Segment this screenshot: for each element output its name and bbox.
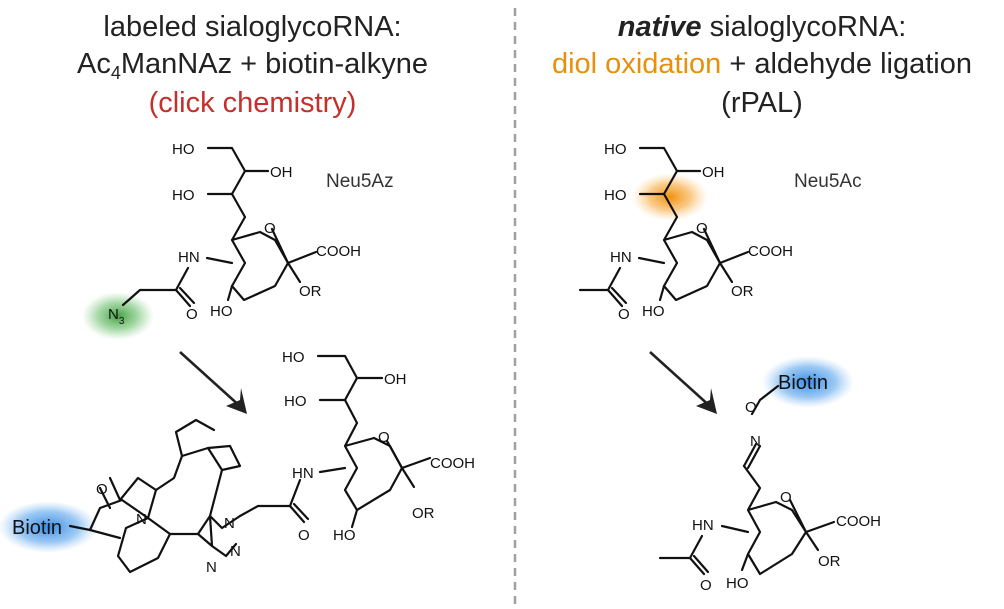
native-label: native (617, 11, 702, 43)
oxime-ring-o: O (780, 489, 792, 506)
oxime-cooh: COOH (836, 513, 881, 530)
triazole-n1: N (224, 515, 235, 532)
left-reaction-arrow (179, 351, 243, 409)
neu5ac-cooh: COOH (748, 243, 793, 260)
neu5az-oh: OH (270, 164, 293, 181)
neu5az-carbonyl-o: O (186, 306, 198, 323)
triazole-n3: N (206, 559, 217, 576)
aldehyde-ligation-label: + aldehyde ligation (721, 48, 973, 80)
neu5az-ho-mid: HO (172, 187, 195, 204)
oxime-o: O (745, 399, 757, 416)
right-title-rest: sialoglycoRNA: (701, 11, 907, 43)
biotin-highlight-left (0, 501, 98, 553)
linker-carbonyl-o: O (96, 481, 108, 498)
neu5az-structure (121, 146, 318, 308)
neu5ac-ho-bottom: HO (642, 303, 665, 320)
product-or: OR (412, 505, 435, 522)
right-title-line1: native sialoglycoRNA: (520, 10, 1004, 44)
neu5ac-carbonyl-o: O (618, 306, 630, 323)
oxime-ho-bottom: HO (726, 575, 749, 592)
right-reaction-arrow (649, 351, 713, 409)
diol-highlight (632, 173, 708, 221)
azide-label: N3 (108, 306, 125, 327)
oxime-carbonyl-o: O (700, 577, 712, 594)
neu5ac-ho-top: HO (604, 141, 627, 158)
neu5ac-structure (578, 146, 750, 308)
left-title-line3: (click chemistry) (0, 86, 505, 120)
neu5az-cooh: COOH (316, 243, 361, 260)
diol-oxidation-label: diol oxidation (551, 48, 722, 80)
right-arrow-head (696, 388, 717, 414)
biotin-highlight-right (762, 356, 854, 408)
oxime-n: N (750, 433, 761, 450)
product-carbonyl-o: O (298, 527, 310, 544)
right-title-line2: diol oxidation + aldehyde ligation (520, 47, 1004, 81)
neu5az-name: Neu5Az (326, 171, 394, 192)
product-hn: HN (292, 465, 314, 482)
neu5az-ho-top: HO (172, 141, 195, 158)
biotin-label-right: Biotin (778, 372, 828, 394)
product-ring-o: O (378, 429, 390, 446)
amide-n: N (136, 511, 147, 528)
oxime-or: OR (818, 553, 841, 570)
product-ho-mid: HO (284, 393, 307, 410)
neu5ac-or: OR (731, 283, 754, 300)
left-title-reagents: ManNAz + biotin-alkyne (120, 48, 428, 80)
product-ho-bottom: HO (333, 527, 356, 544)
neu5ac-hn: HN (610, 249, 632, 266)
left-title-sub: 4 (110, 63, 121, 83)
right-title-line3: (rPAL) (721, 87, 803, 119)
left-title-line1: labeled sialoglycoRNA: (103, 11, 402, 43)
product-cooh: COOH (430, 455, 475, 472)
neu5ac-oh: OH (702, 164, 725, 181)
neu5ac-ring-o: O (696, 220, 708, 237)
product-ho-top: HO (282, 349, 305, 366)
neu5az-ho-bottom: HO (210, 303, 233, 320)
neu5ac-name: Neu5Ac (794, 171, 862, 192)
click-chemistry-label: (click chemistry) (148, 87, 357, 119)
biotin-label-left: Biotin (12, 517, 62, 539)
azide-n: N (108, 306, 119, 323)
azide-highlight (82, 292, 154, 340)
azide-sub: 3 (119, 316, 125, 327)
oxime-product-structure (658, 384, 836, 576)
oxime-hn: HN (692, 517, 714, 534)
neu5ac-ho-mid: HO (604, 187, 627, 204)
left-title-ac: Ac (77, 48, 111, 80)
click-product-structure (68, 354, 432, 574)
neu5az-hn: HN (178, 249, 200, 266)
triazole-n2: N (230, 543, 241, 560)
neu5az-ring-o: O (264, 220, 276, 237)
left-title-line2: Ac4ManNAz + biotin-alkyne (0, 47, 505, 90)
product-oh: OH (384, 371, 407, 388)
neu5az-or: OR (299, 283, 322, 300)
left-arrow-head (226, 388, 247, 414)
